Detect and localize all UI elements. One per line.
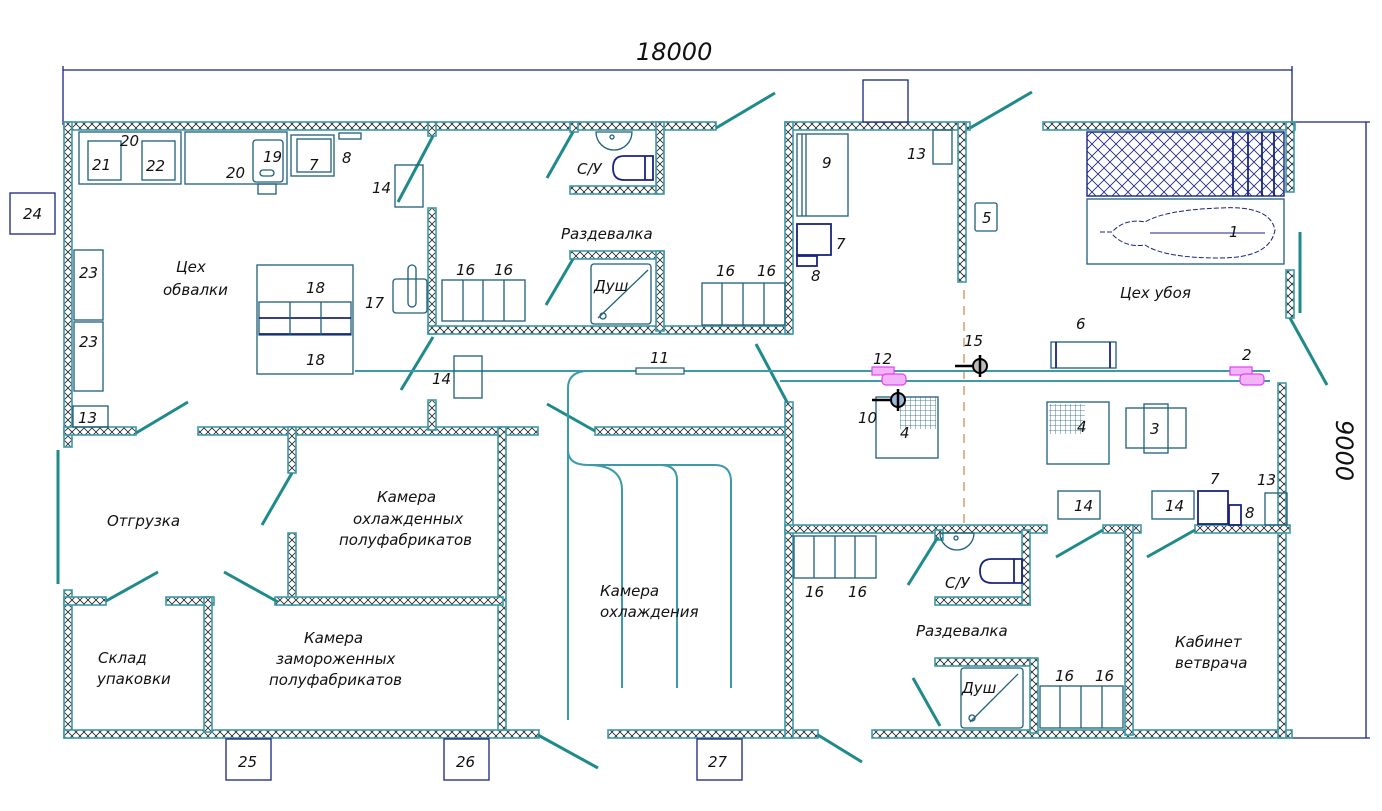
label-16f: 16 [848,583,867,601]
label-1: 1 [1229,223,1239,241]
overhead-rail [355,367,1270,720]
label-6: 6 [1076,315,1086,333]
external-walls [63,121,1296,739]
equipment-slaughter [796,79,1288,526]
label-13a: 13 [907,145,926,163]
label-16a: 16 [456,261,475,279]
room-changing-bottom: Раздевалка [916,622,1008,640]
room-labels: Цех обвалки Раздевалка С/У Душ Цех убоя … [96,160,1247,697]
label-16b: 16 [494,261,513,279]
label-14d: 14 [1165,497,1184,515]
room-changing-top: Раздевалка [561,225,653,243]
label-25: 25 [238,753,257,771]
equipment-changing-top [441,131,786,326]
room-wc-top: С/У [577,160,603,178]
label-12: 12 [873,350,892,368]
room-vet-office: Кабинет ветврача [1175,633,1247,672]
label-3: 3 [1150,420,1160,438]
width-dimension-label: 18000 [636,38,712,66]
room-packaging-store: Склад упаковки [96,649,171,688]
equipment-deboning [72,131,483,428]
doors [56,90,1329,770]
label-13c: 13 [1257,471,1276,489]
hoists [871,355,1265,411]
label-5: 5 [982,209,992,227]
dimension-height: 9000 [1292,121,1370,739]
exterior-unit [862,79,909,123]
label-14c: 14 [1074,497,1093,515]
label-7b: 7 [836,235,846,253]
room-wc-bottom: С/У [945,574,971,592]
label-23b: 23 [79,333,98,351]
room-shipping: Отгрузка [107,512,180,530]
room-chilling-chamber: Камера охлаждения [600,582,699,621]
equipment-bottom-right [793,532,1124,729]
hoist-2 [1229,366,1265,386]
label-21: 21 [92,156,111,174]
label-10: 10 [858,409,877,427]
label-26: 26 [456,753,475,771]
label-4b: 4 [1077,418,1087,436]
label-23a: 23 [79,264,98,282]
room-shower-top: Душ [593,277,629,295]
tag-27-box [696,738,743,781]
room-deboning: Цех обвалки [163,258,228,299]
label-20b: 20 [226,164,245,182]
label-16d: 16 [757,262,776,280]
room-slaughter: Цех убоя [1120,284,1191,302]
valve-15 [955,355,988,377]
label-24: 24 [23,205,42,223]
label-9: 9 [822,154,832,172]
room-shower-bottom: Душ [961,679,997,697]
label-19: 19 [263,148,282,166]
label-8c: 8 [1245,504,1255,522]
label-16g: 16 [1055,667,1074,685]
label-4a: 4 [900,424,910,442]
internal-walls [63,121,1291,739]
label-18b: 18 [306,351,325,369]
label-2: 2 [1242,346,1252,364]
label-7c: 7 [1210,470,1220,488]
scale-11 [635,367,685,375]
room-chilled-semis: Камера охлажденных полуфабрикатов [339,488,472,549]
label-17: 17 [365,294,385,312]
label-8a: 8 [342,149,352,167]
label-14b: 14 [432,370,451,388]
label-18a: 18 [306,279,325,297]
label-8b: 8 [811,267,821,285]
label-16e: 16 [805,583,824,601]
label-7a: 7 [309,156,319,174]
dimension-width: 18000 [62,38,1293,125]
tag-25-box [225,738,272,781]
label-13b: 13 [78,409,97,427]
label-14a: 14 [372,179,391,197]
room-frozen-semis: Камера замороженных полуфабрикатов [269,629,402,689]
tag-24-box [9,192,56,235]
tag-26-box [443,738,490,781]
height-dimension-label: 9000 [1330,420,1358,481]
label-22: 22 [146,157,165,175]
label-16c: 16 [716,262,735,280]
equipment-numbers: 1 2 3 4 4 5 6 7 7 7 8 8 8 9 10 11 12 13 … [23,132,1276,771]
label-15: 15 [964,332,983,350]
label-27: 27 [708,753,728,771]
label-20a: 20 [120,132,139,150]
valve-10 [872,389,906,411]
label-11: 11 [650,349,669,367]
hoist-12 [871,366,907,386]
label-16h: 16 [1095,667,1114,685]
stunning-box-grid [1086,131,1285,197]
